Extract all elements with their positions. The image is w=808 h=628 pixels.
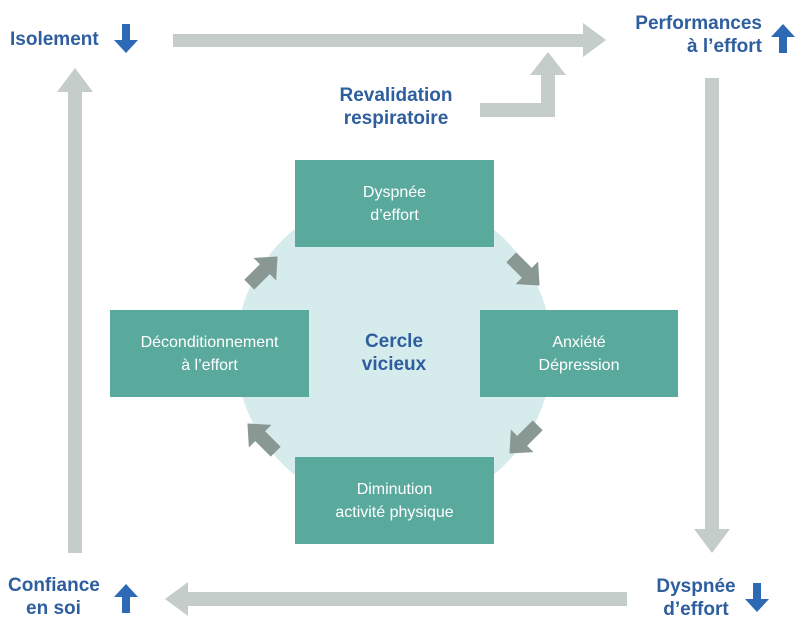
flow-arrow-right <box>694 78 730 553</box>
flow-arrow-top <box>173 23 606 57</box>
box-diminution: Diminution activité physique <box>295 457 494 544</box>
center-label-line: vicieux <box>361 354 427 375</box>
box-label-line: d’effort <box>370 206 419 224</box>
cycle-arrows <box>244 252 543 457</box>
arrow-down-icon <box>745 583 769 612</box>
intervention-label-line: Revalidation <box>339 85 453 106</box>
intervention-label: Revalidation respiratoire <box>320 84 472 130</box>
vicious-circle-background <box>236 194 552 510</box>
box-label-line: Dyspnée <box>362 183 427 201</box>
box-deconditionnement: Déconditionnement à l’effort <box>110 310 309 397</box>
corner-label-line: à l’effort <box>687 36 762 57</box>
flow-arrow-bottom <box>165 582 627 616</box>
cycle-arrow-bottom-left <box>247 423 281 457</box>
box-dyspnee: Dyspnée d’effort <box>295 160 494 247</box>
box-label-line: Dépression <box>538 356 620 374</box>
arrow-down-icon <box>114 24 138 53</box>
outer-flow-arrows <box>57 23 730 616</box>
box-label-line: activité physique <box>335 503 454 521</box>
box-label-line: Anxiété <box>552 333 606 351</box>
box-anxiete: Anxiété Dépression <box>480 310 678 397</box>
cycle-arrow-top-left <box>244 256 278 290</box>
box-label-line: Déconditionnement <box>140 333 279 351</box>
flow-arrow-left <box>57 68 93 553</box>
flow-arrow-revalidation <box>480 52 566 117</box>
corner-isolement: Isolement <box>10 28 99 51</box>
intervention-label-line: respiratoire <box>343 108 449 129</box>
box-label-line: Diminution <box>356 480 433 498</box>
arrow-up-icon <box>114 584 138 613</box>
corner-performances: Performances à l’effort <box>612 12 762 58</box>
center-label-line: Cercle <box>364 331 424 352</box>
corner-confiance: Confiance en soi <box>8 574 108 620</box>
corner-dyspnee: Dyspnée d’effort <box>650 575 742 621</box>
corner-label-line: Performances <box>635 13 762 34</box>
corner-label-line: Confiance <box>8 575 100 596</box>
cycle-arrow-bottom-right <box>509 420 543 454</box>
corner-label-line: Dyspnée <box>656 576 736 597</box>
box-label-line: à l’effort <box>181 356 238 374</box>
corner-label-line: d’effort <box>663 599 729 620</box>
arrow-up-icon <box>771 24 795 53</box>
cycle-arrow-top-right <box>506 252 540 286</box>
corner-label: Isolement <box>10 29 99 51</box>
center-label: Cercle vicieux <box>334 330 454 376</box>
corner-label-line: en soi <box>26 598 81 619</box>
